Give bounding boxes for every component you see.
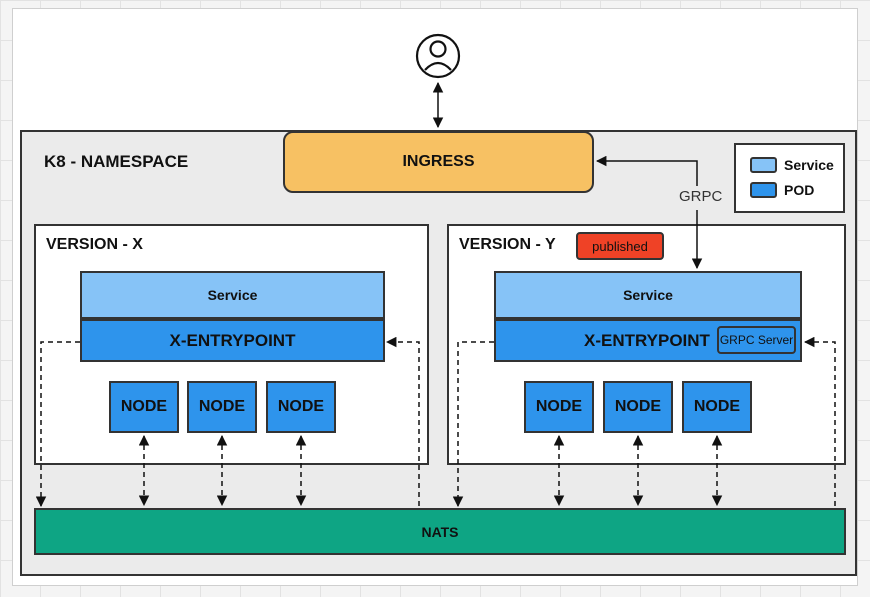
legend: Service POD (734, 143, 845, 213)
version-y-entrypoint-label: X-ENTRYPOINT (584, 330, 710, 350)
grpc-server-label: GRPC Server (717, 326, 796, 354)
user-icon (415, 33, 461, 79)
vy-entry-to-nats-left (452, 341, 494, 508)
version-y-title: VERSION - Y (459, 236, 556, 253)
nats-bus: NATS (34, 508, 846, 555)
version-y-service: Service (494, 271, 802, 319)
version-x-node-3: NODE (266, 381, 336, 433)
version-x-node-1: NODE (109, 381, 179, 433)
version-x-service: Service (80, 271, 385, 319)
published-badge: published (576, 232, 664, 260)
version-y-node-3: NODE (682, 381, 752, 433)
grpc-connection-label: GRPC (677, 188, 725, 205)
legend-pod-label: POD (784, 182, 815, 198)
namespace-title: K8 - NAMESPACE (44, 152, 189, 171)
version-y-node-1: NODE (524, 381, 594, 433)
version-x-entrypoint: X-ENTRYPOINT (80, 319, 385, 362)
legend-pod-swatch (750, 182, 777, 198)
vx-entry-to-nats-left (35, 341, 80, 508)
version-y-node-2: NODE (603, 381, 673, 433)
version-x-node-2: NODE (187, 381, 257, 433)
ingress-box: INGRESS (283, 131, 594, 193)
vx-nats-to-entry-right (385, 336, 420, 506)
legend-service-label: Service (784, 157, 834, 173)
version-x-title: VERSION - X (46, 236, 143, 253)
legend-service-swatch (750, 157, 777, 173)
vy-nats-to-entry-right (803, 336, 836, 506)
grpc-path-to-ingress (595, 155, 698, 186)
